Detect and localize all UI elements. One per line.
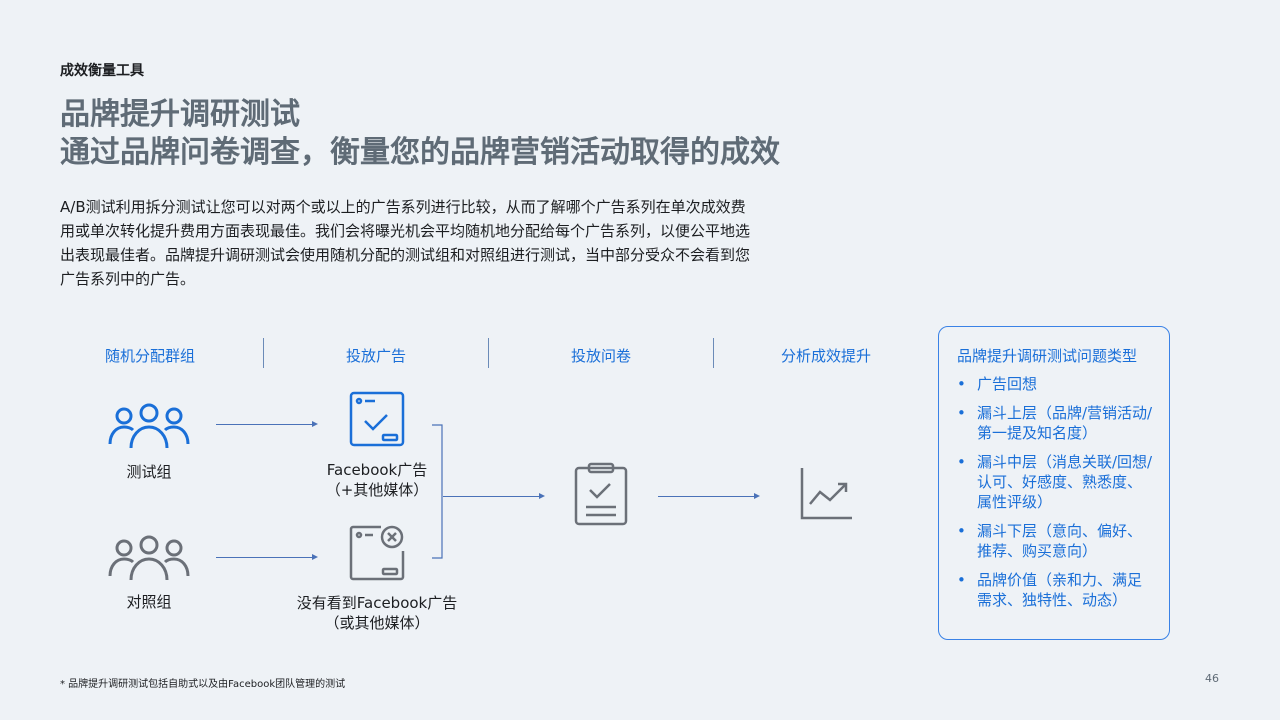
divider xyxy=(263,338,264,368)
control-group-label: 对照组 xyxy=(126,593,172,611)
step-analyze-lift: 分析成效提升 xyxy=(780,347,871,365)
list-item: 漏斗上层（品牌/营销活动/第一提及知名度） xyxy=(957,403,1153,443)
divider xyxy=(713,338,714,368)
ad-shown-icon xyxy=(349,391,405,447)
exposed-ad-line-1: Facebook广告 xyxy=(326,461,428,479)
ad-not-shown-icon xyxy=(349,525,405,581)
arrow-connector xyxy=(658,493,760,499)
people-group-icon xyxy=(108,403,190,448)
question-type-list: 广告回想 漏斗上层（品牌/营销活动/第一提及知名度） 漏斗中层（消息关联/回想/… xyxy=(957,374,1153,610)
exposed-ad-label: Facebook广告 （+其他媒体） xyxy=(290,460,464,500)
page-number: 46 xyxy=(1205,672,1219,685)
page-title: 品牌提升调研测试 通过品牌问卷调查，衡量您的品牌营销活动取得的成效 xyxy=(60,96,780,172)
section-kicker: 成效衡量工具 xyxy=(60,63,144,79)
question-types-card: 品牌提升调研测试问题类型 广告回想 漏斗上层（品牌/营销活动/第一提及知名度） … xyxy=(938,326,1170,640)
unexposed-ad-label: 没有看到Facebook广告 （或其他媒体） xyxy=(280,593,474,633)
title-line-2: 通过品牌问卷调查，衡量您的品牌营销活动取得的成效 xyxy=(60,135,780,170)
bracket-connector xyxy=(432,424,443,559)
unexposed-ad-line-2: （或其他媒体） xyxy=(324,614,430,632)
list-item: 漏斗中层（消息关联/回想/认可、好感度、熟悉度、属性评级） xyxy=(957,452,1153,512)
step-deliver-survey: 投放问卷 xyxy=(570,347,631,365)
chart-trend-up-icon xyxy=(800,468,852,520)
exposed-ad-line-2: （+其他媒体） xyxy=(325,481,429,499)
unexposed-ad-line-1: 没有看到Facebook广告 xyxy=(296,594,458,612)
list-item: 品牌价值（亲和力、满足需求、独特性、动态） xyxy=(957,570,1153,610)
test-group-label: 测试组 xyxy=(126,463,172,481)
arrow-connector xyxy=(216,421,318,427)
step-randomize: 随机分配群组 xyxy=(104,347,195,365)
people-group-icon xyxy=(108,535,190,580)
title-line-1: 品牌提升调研测试 xyxy=(60,97,300,132)
divider xyxy=(488,338,489,368)
card-title: 品牌提升调研测试问题类型 xyxy=(957,347,1138,365)
intro-paragraph: A/B测试利用拆分测试让您可以对两个或以上的广告系列进行比较，从而了解哪个广告系… xyxy=(60,198,751,288)
footnote: * 品牌提升调研测试包括自助式以及由Facebook团队管理的测试 xyxy=(60,679,346,690)
list-item: 漏斗下层（意向、偏好、推荐、购买意向） xyxy=(957,521,1153,561)
survey-clipboard-icon xyxy=(574,462,628,526)
list-item: 广告回想 xyxy=(957,374,1153,394)
arrow-connector xyxy=(216,554,318,560)
arrow-connector xyxy=(443,493,545,499)
step-deliver-ads: 投放广告 xyxy=(345,347,406,365)
